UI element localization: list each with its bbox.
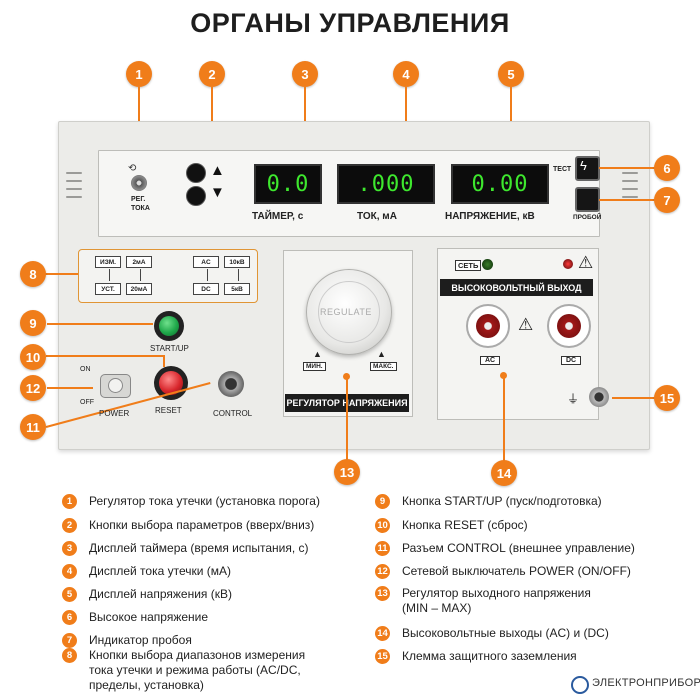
ground-icon: ⏚ bbox=[567, 392, 580, 406]
callout-6: 6 bbox=[654, 155, 680, 181]
hv-warning-led bbox=[563, 259, 573, 269]
start-up-button-cap[interactable] bbox=[159, 316, 179, 336]
ground-terminal[interactable] bbox=[589, 387, 609, 407]
down-arrow-icon: ▼ bbox=[210, 184, 225, 201]
control-connector[interactable] bbox=[218, 371, 244, 397]
network-tag: СЕТЬ bbox=[455, 260, 482, 271]
callout-2: 2 bbox=[199, 61, 225, 87]
callout-5: 5 bbox=[498, 61, 524, 87]
leakage-current-knob[interactable] bbox=[131, 175, 147, 191]
max-arrow-icon: ▲ bbox=[377, 349, 386, 359]
ac-tag: AC bbox=[480, 356, 501, 365]
output-warning-icon: ⚠ bbox=[518, 315, 534, 334]
knob-label-1: РЕГ. bbox=[131, 196, 146, 203]
off-label: OFF bbox=[80, 399, 94, 406]
dc-tag: DC bbox=[561, 356, 582, 365]
callout-9: 9 bbox=[20, 310, 46, 336]
voltage-label: НАПРЯЖЕНИЕ, кВ bbox=[445, 211, 535, 222]
on-label: ON bbox=[80, 366, 91, 373]
power-switch-knob[interactable] bbox=[108, 378, 123, 393]
test-button[interactable] bbox=[575, 156, 600, 181]
callout-8: 8 bbox=[20, 261, 46, 287]
test-label: ТЕСТ bbox=[553, 166, 572, 173]
reset-label: RESET bbox=[155, 406, 182, 415]
regulate-label: REGULATE bbox=[320, 307, 372, 317]
rotate-arrow-icon: ⟲ bbox=[128, 163, 137, 174]
min-arrow-icon: ▲ bbox=[313, 349, 322, 359]
callout-14: 14 bbox=[491, 460, 517, 486]
min-tag: МИН. bbox=[303, 362, 326, 371]
range-button-dc[interactable]: DC bbox=[193, 283, 219, 295]
max-tag: МАКС. bbox=[370, 362, 397, 371]
range-button-10kv[interactable]: 10кВ bbox=[224, 256, 250, 268]
down-button[interactable] bbox=[186, 186, 206, 206]
callout-10: 10 bbox=[20, 344, 46, 370]
current-display: .000 bbox=[337, 164, 435, 204]
range-button-ust[interactable]: УСТ. bbox=[95, 283, 121, 295]
callout-3: 3 bbox=[292, 61, 318, 87]
range-button-izm[interactable]: ИЗМ. bbox=[95, 256, 121, 268]
network-led bbox=[482, 259, 493, 270]
voltage-display: 0.00 bbox=[451, 164, 549, 204]
start-up-label: START/UP bbox=[150, 344, 189, 353]
control-label: CONTROL bbox=[213, 409, 253, 418]
range-button-2ma[interactable]: 2мА bbox=[126, 256, 152, 268]
callout-1: 1 bbox=[126, 61, 152, 87]
warning-triangle-icon: ⚠ bbox=[578, 253, 594, 272]
timer-display: 0.0 bbox=[254, 164, 322, 204]
high-voltage-output-label: ВЫСОКОВОЛЬТНЫЙ ВЫХОД bbox=[440, 279, 593, 296]
knob-label-2: ТОКА bbox=[131, 205, 150, 212]
callout-15: 15 bbox=[654, 385, 680, 411]
brand-name: ЭЛЕКТРОНПРИБОР bbox=[592, 677, 700, 689]
callout-7: 7 bbox=[654, 187, 680, 213]
up-arrow-icon: ▲ bbox=[210, 162, 225, 179]
brand-logo-icon bbox=[571, 676, 589, 694]
power-label: POWER bbox=[99, 409, 130, 418]
range-button-20ma[interactable]: 20мА bbox=[126, 283, 152, 295]
page-title: ОРГАНЫ УПРАВЛЕНИЯ bbox=[190, 8, 510, 38]
high-voltage-icon: ϟ bbox=[580, 158, 587, 173]
up-button[interactable] bbox=[186, 163, 206, 183]
current-label: ТОК, мА bbox=[357, 211, 397, 222]
breakdown-label: ПРОБОЙ bbox=[573, 214, 602, 221]
range-button-ac[interactable]: AC bbox=[193, 256, 219, 268]
callout-13: 13 bbox=[334, 459, 360, 485]
callout-11: 11 bbox=[20, 414, 46, 440]
range-button-5kv[interactable]: 5кВ bbox=[224, 283, 250, 295]
callout-12: 12 bbox=[20, 375, 46, 401]
callout-4: 4 bbox=[393, 61, 419, 87]
timer-label: ТАЙМЕР, с bbox=[252, 211, 304, 222]
breakdown-indicator bbox=[575, 187, 600, 212]
